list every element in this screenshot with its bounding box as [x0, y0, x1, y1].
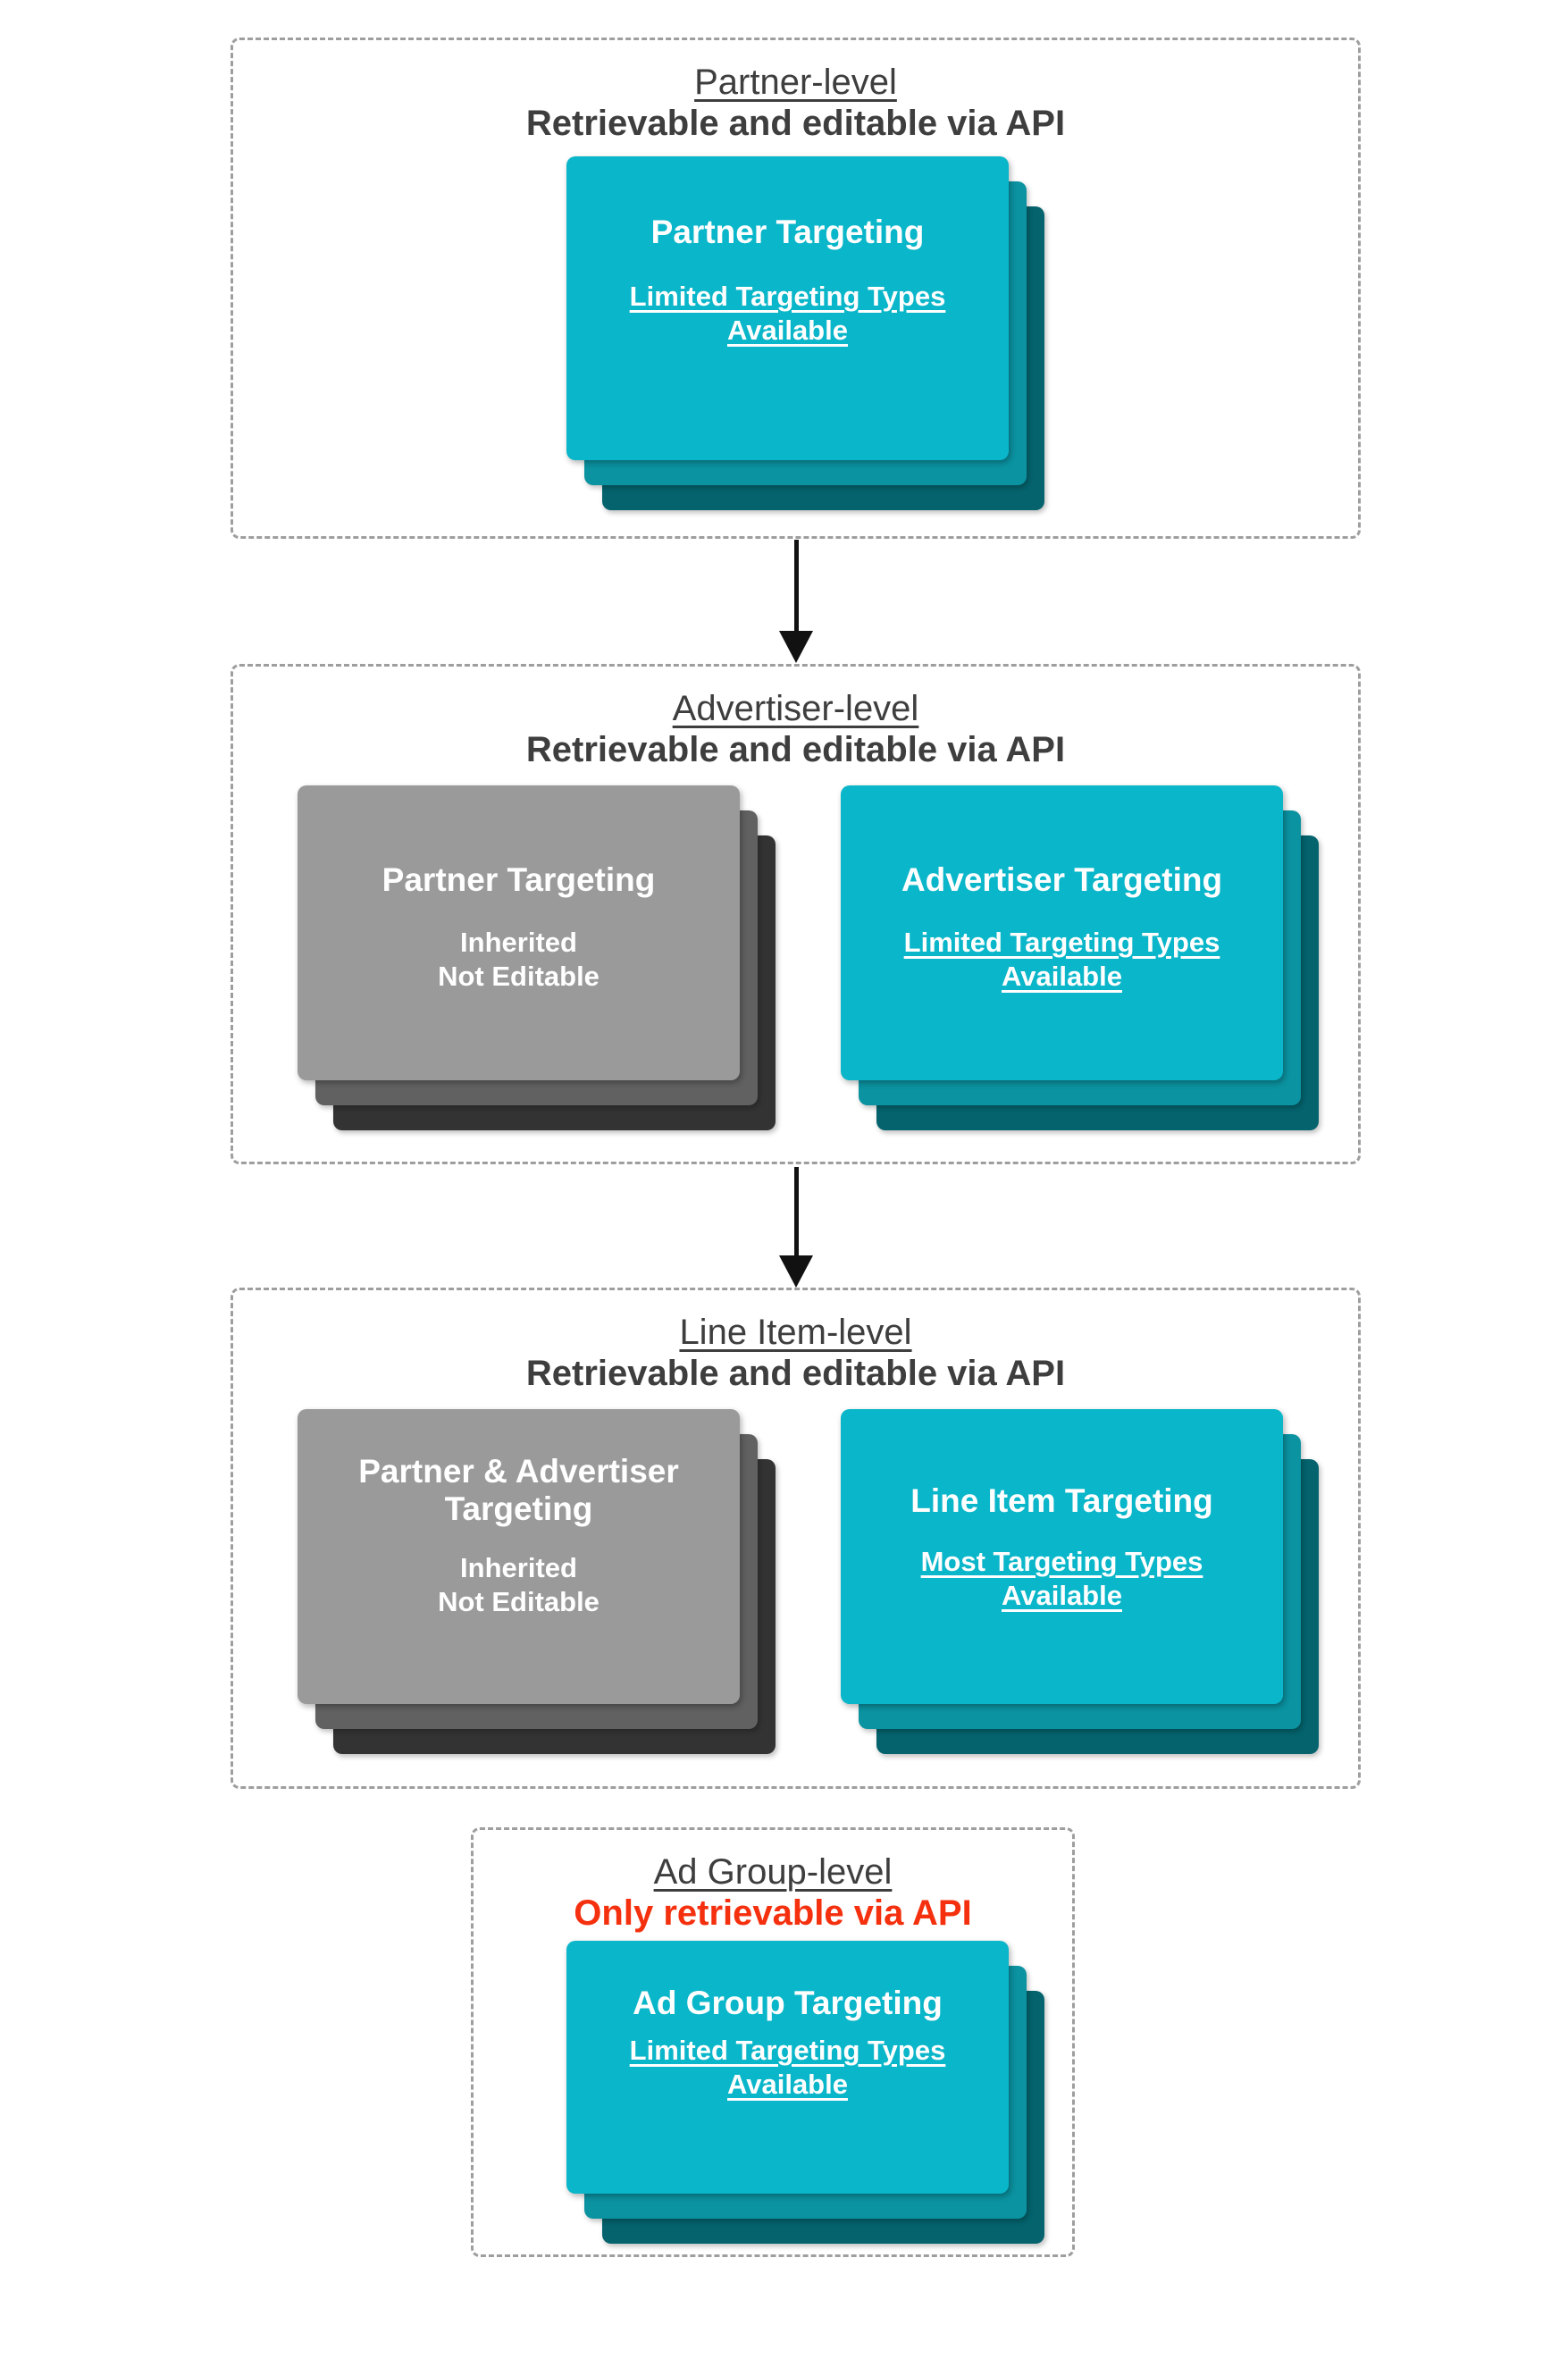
- card-subtitle-line: Inherited: [460, 1552, 577, 1583]
- card-title: Partner & Advertiser Targeting: [358, 1453, 679, 1527]
- card-subtitle-line: Available: [727, 2069, 848, 2100]
- card-subtitle: Most Targeting Types Available: [841, 1545, 1283, 1613]
- card-stack-ad-group-targeting: Ad Group Targeting Limited Targeting Typ…: [566, 1941, 1044, 2244]
- arrow-head: [779, 631, 813, 663]
- arrow-shaft: [793, 540, 799, 631]
- section-title: Advertiser-level: [672, 689, 919, 728]
- section-header: Advertiser-level Retrievable and editabl…: [233, 688, 1358, 770]
- card-subtitle-line: Inherited: [460, 927, 577, 958]
- card-stack-advertiser-targeting: Advertiser Targeting Limited Targeting T…: [841, 785, 1319, 1130]
- card-subtitle-line: Not Editable: [438, 1586, 600, 1617]
- card-subtitle-line: Available: [1002, 1580, 1122, 1611]
- card-title: Partner Targeting: [650, 214, 925, 250]
- section-subtitle: Retrievable and editable via API: [525, 104, 1066, 143]
- down-arrow-icon: [779, 540, 813, 663]
- section-title: Line Item-level: [679, 1313, 912, 1352]
- card-partner-targeting-inherited: Partner Targeting Inherited Not Editable: [298, 785, 740, 1080]
- card-subtitle: Limited Targeting Types Available: [841, 926, 1283, 994]
- card-stack-partner-advertiser-targeting: Partner & Advertiser Targeting Inherited…: [298, 1409, 776, 1754]
- card-subtitle-line: Most Targeting Types: [920, 1546, 1203, 1577]
- card-subtitle: Inherited Not Editable: [298, 926, 740, 994]
- section-subtitle: Retrievable and editable via API: [525, 1354, 1066, 1393]
- arrow-shaft: [793, 1167, 799, 1255]
- card-title: Partner Targeting: [382, 861, 656, 898]
- card-partner-advertiser-targeting: Partner & Advertiser Targeting Inherited…: [298, 1409, 740, 1704]
- card-subtitle-line: Limited Targeting Types: [629, 2035, 946, 2066]
- section-title: Ad Group-level: [653, 1852, 893, 1892]
- down-arrow-icon: [779, 1167, 813, 1288]
- card-subtitle-line: Available: [727, 315, 848, 346]
- section-subtitle: Retrievable and editable via API: [525, 730, 1066, 769]
- card-advertiser-targeting: Advertiser Targeting Limited Targeting T…: [841, 785, 1283, 1080]
- card-subtitle-line: Not Editable: [438, 961, 600, 992]
- card-stack-partner-targeting: Partner Targeting Limited Targeting Type…: [566, 156, 1044, 510]
- card-subtitle: Limited Targeting Types Available: [566, 280, 1009, 348]
- card-ad-group-targeting: Ad Group Targeting Limited Targeting Typ…: [566, 1941, 1009, 2194]
- section-header: Partner-level Retrievable and editable v…: [233, 62, 1358, 144]
- section-header: Line Item-level Retrievable and editable…: [233, 1312, 1358, 1394]
- card-title: Line Item Targeting: [910, 1482, 1213, 1519]
- card-subtitle-line: Limited Targeting Types: [629, 281, 946, 312]
- section-header: Ad Group-level Only retrievable via API: [474, 1851, 1072, 1934]
- card-stack-partner-targeting-inherited: Partner Targeting Inherited Not Editable: [298, 785, 776, 1130]
- section-subtitle: Only retrievable via API: [574, 1893, 972, 1933]
- card-subtitle-line: Available: [1002, 961, 1122, 992]
- card-title: Ad Group Targeting: [633, 1985, 943, 2021]
- section-title: Partner-level: [694, 63, 897, 102]
- card-partner-targeting: Partner Targeting Limited Targeting Type…: [566, 156, 1009, 460]
- card-subtitle-line: Limited Targeting Types: [903, 927, 1220, 958]
- arrow-head: [779, 1255, 813, 1288]
- card-line-item-targeting: Line Item Targeting Most Targeting Types…: [841, 1409, 1283, 1704]
- card-title: Advertiser Targeting: [901, 861, 1223, 898]
- card-subtitle: Limited Targeting Types Available: [566, 2034, 1009, 2102]
- card-stack-line-item-targeting: Line Item Targeting Most Targeting Types…: [841, 1409, 1319, 1754]
- card-subtitle: Inherited Not Editable: [298, 1551, 740, 1619]
